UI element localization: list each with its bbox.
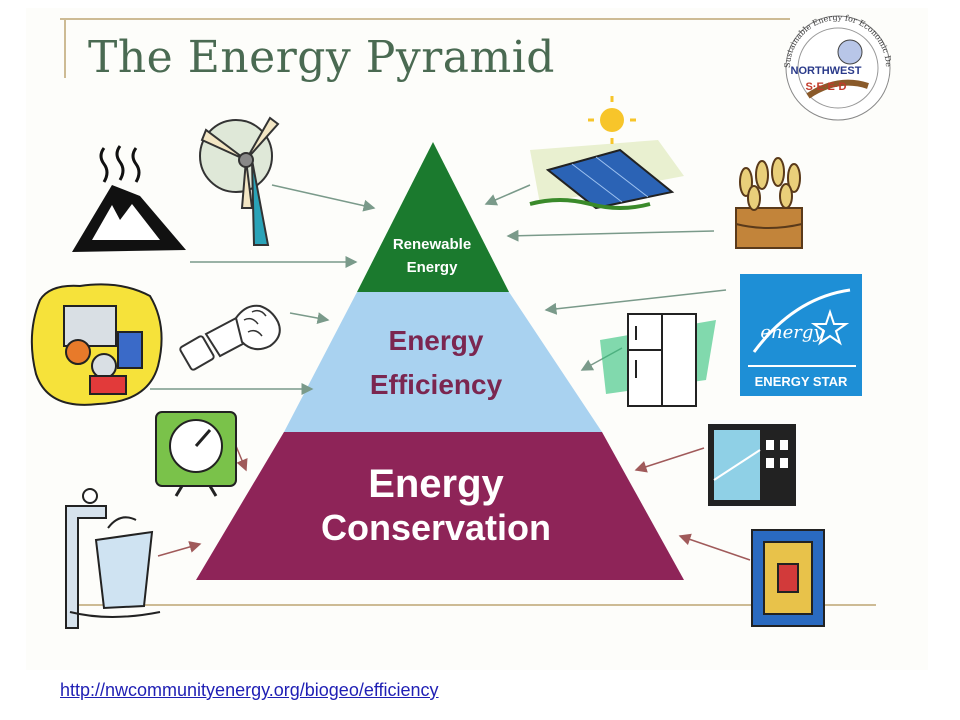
- faucet-water-icon: [65, 488, 161, 629]
- tier-conservation-line2: Conservation: [321, 507, 551, 548]
- geothermal-volcano-icon: [72, 145, 186, 252]
- arrow-faucet: [157, 541, 202, 557]
- tier-conservation-line1: Energy: [368, 462, 504, 506]
- energy-star-script: energy: [760, 322, 824, 343]
- arrow-bulb: [289, 312, 330, 324]
- pyramid-tier-conservation: [196, 432, 684, 580]
- arrow-energy-star: [544, 289, 727, 315]
- biomass-wheat-icon: [735, 157, 803, 249]
- pyramid-tier-renewable: [357, 142, 509, 292]
- tier-renewable-line1: Renewable: [393, 236, 471, 253]
- arrow-wind: [271, 184, 376, 212]
- window-building-icon: [708, 424, 796, 506]
- energy-meter-icon: [155, 411, 237, 497]
- cfl-bulb-icon: [179, 304, 281, 371]
- energy-star-label: ENERGY STAR: [755, 374, 848, 389]
- frame-left-line: [64, 18, 66, 78]
- arrow-meter: [235, 445, 248, 472]
- source-link[interactable]: http://nwcommunityenergy.org/biogeo/effi…: [60, 680, 439, 700]
- northwest-seed-logo: Sustainable Energy for Economic Developm…: [0, 0, 893, 121]
- logo-northwest: NORTHWEST: [791, 65, 862, 77]
- tier-renewable-line2: Energy: [407, 259, 459, 276]
- arrow-biomass: [506, 229, 715, 242]
- frame-bottom-line: [66, 604, 876, 606]
- arrow-window: [634, 447, 705, 473]
- arrows-red: [157, 445, 751, 561]
- tier-efficiency-line1: Energy: [389, 325, 484, 356]
- frame-top-line: [60, 18, 790, 20]
- refrigerator-icon: [600, 313, 716, 407]
- energy-star-logo: energy ENERGY STAR: [740, 274, 862, 396]
- solar-panel-icon: [529, 96, 684, 210]
- appliances-icon: [30, 283, 163, 406]
- arrows-green: [150, 184, 727, 395]
- arrow-solar: [484, 184, 531, 206]
- logo-ring-text: Sustainable Energy for Economic Developm…: [0, 0, 893, 68]
- arrow-switch: [678, 533, 751, 561]
- light-switch-icon: [751, 529, 825, 627]
- pyramid-tier-efficiency: [284, 292, 602, 432]
- wind-turbine-icon: [199, 116, 280, 246]
- tier-efficiency-line2: Efficiency: [370, 369, 503, 400]
- slide-title: The Energy Pyramid: [88, 32, 555, 83]
- logo-seed: S·E·E·D: [806, 81, 847, 93]
